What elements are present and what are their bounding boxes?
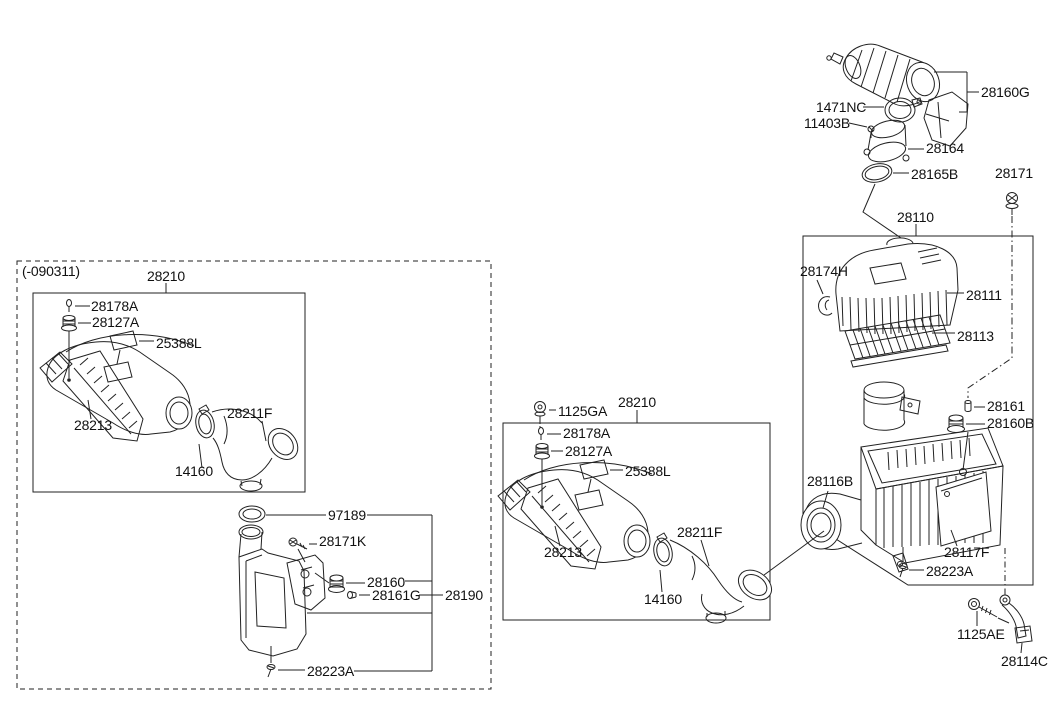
- screw-28171k-icon: [288, 537, 308, 550]
- screw-28223a-left-icon: [266, 664, 276, 678]
- part-label-28165b: 28165B: [911, 166, 959, 182]
- part-label-28211f-early: 28211F: [227, 405, 273, 421]
- part-label-28190: 28190: [445, 587, 483, 603]
- part-label-28174h: 28174H: [800, 263, 848, 279]
- part-label-28210-early: 28210: [147, 268, 185, 284]
- part-label-28160b: 28160B: [987, 415, 1035, 431]
- part-label-28213: 28213: [544, 544, 582, 560]
- pin-28161-icon: [964, 400, 972, 412]
- part-label-28127a: 28127A: [565, 443, 613, 459]
- part-label-14160-early: 14160: [175, 463, 213, 479]
- part-label-25388l-early: 25388L: [156, 335, 202, 351]
- resonator-assembly: [238, 505, 443, 678]
- part-label-1125ga: 1125GA: [558, 403, 608, 419]
- duct-assembly-middle: [497, 401, 773, 624]
- intake-hose-group: [826, 43, 1019, 398]
- pin-28178a-mid-icon: [538, 427, 544, 440]
- part-label-28171: 28171: [995, 165, 1033, 181]
- part-label-28160: 28160: [367, 574, 405, 590]
- part-label-28113: 28113: [957, 328, 994, 344]
- part-label-25388l: 25388L: [625, 463, 671, 479]
- part-label-28211f: 28211F: [677, 524, 723, 540]
- part-label-28223a-right: 28223A: [926, 563, 974, 579]
- part-label-28213-early: 28213: [74, 417, 112, 433]
- bracket-28114c-icon: [999, 594, 1033, 644]
- part-label-1125ae: 1125AE: [957, 626, 1005, 642]
- part-label-1471nc: 1471NC: [816, 99, 867, 115]
- nut-28160b-icon: [947, 414, 965, 433]
- variant-box-outline: [16, 260, 492, 690]
- part-label-28161g: 28161G: [372, 587, 421, 603]
- pin-28161g-icon: [347, 591, 357, 599]
- pin-28178a-left-icon: [66, 299, 72, 312]
- part-label-28178a-early: 28178A: [91, 298, 139, 314]
- part-label-28114c: 28114C: [1001, 653, 1048, 669]
- part-label-28110: 28110: [897, 209, 934, 225]
- part-label-28178a: 28178A: [563, 425, 611, 441]
- grommet-28127a-mid-icon: [534, 443, 550, 460]
- part-label-28117f: 28117F: [944, 544, 990, 560]
- part-label-28210: 28210: [618, 394, 656, 410]
- grommet-28127a-left-icon: [61, 315, 77, 332]
- air-cleaner-box: [763, 235, 1034, 586]
- part-label-28171k: 28171K: [319, 533, 367, 549]
- part-label-28223a-left: 28223A: [307, 663, 355, 679]
- part-label-28116b: 28116B: [807, 473, 854, 489]
- part-label-28164: 28164: [926, 140, 964, 156]
- part-label-28160g: 28160G: [981, 84, 1030, 100]
- part-label-28161: 28161: [987, 398, 1025, 414]
- grommet-28160-icon: [328, 574, 345, 593]
- part-label-97189: 97189: [328, 507, 366, 523]
- part-label-28127a-early: 28127A: [92, 314, 140, 330]
- part-label-28111: 28111: [966, 287, 1002, 303]
- part-label-11403b: 11403B: [804, 115, 851, 131]
- duct-assembly-left: [39, 299, 299, 492]
- mounting-bracket-group: [968, 548, 1033, 654]
- bolt-28171-icon: [1005, 192, 1019, 215]
- bolt-1125ga-icon: [534, 401, 546, 421]
- variant-code-label: (-090311): [22, 263, 80, 279]
- bolt-1125ae-icon: [968, 598, 998, 618]
- part-label-14160: 14160: [644, 591, 682, 607]
- screw-28223a-right-icon: [898, 563, 908, 578]
